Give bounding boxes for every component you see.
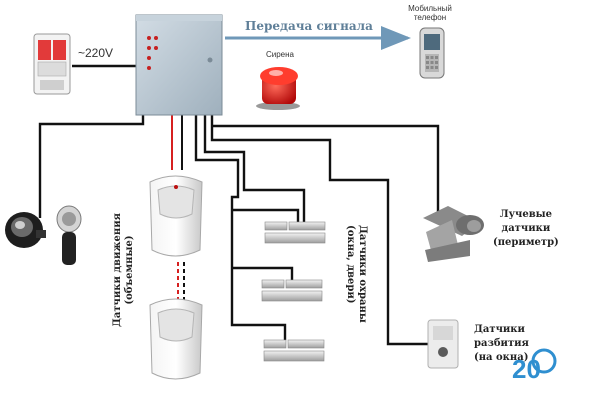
panic-sensors-line2: разбития [474,338,529,349]
glass-break-sensor-icon [427,319,459,369]
beam-sensors-line1: Лучевые [499,209,553,220]
guard-sensors-label: Датчики охраны (окна, двери) [344,225,368,323]
siren-label: Сирена [265,50,294,59]
glass-sensor-wire [210,112,428,346]
beam-sensors-line3: (периметр) [493,237,559,248]
signal-label: Передача сигнала [245,19,373,33]
motion-sensor-top-icon [149,175,203,257]
motion-sensors-line2: (объемные) [124,235,135,305]
panic-sensors-line1: Датчики [474,324,525,335]
door-sensor-3-icon [263,339,325,362]
voltage-label: ~220V [78,46,114,60]
phone-label-line2: телефон [413,13,447,22]
phone-label-line1: Мобильный [408,4,452,13]
door-sensor-2-icon [261,279,323,302]
key-reader-wire [38,112,145,218]
control-panel-icon [135,14,223,116]
door-sensor-1-icon [264,221,326,244]
guard-sensors-line2: (окна, двери) [345,225,356,304]
beam-sensors-label: Лучевые датчики (периметр) [493,208,559,250]
motion-wiring [171,112,185,300]
motion-sensors-line1: Датчики движения [112,212,123,328]
guard-sensor-wire [194,112,287,340]
motion-sensors-label: Датчики движения (объемные) [112,200,136,340]
motion-sensor-bottom-icon [149,298,203,380]
touch-key-icon [56,205,82,265]
beam-sensor-wire [212,124,440,222]
wiring [38,64,440,346]
mobile-phone-icon [419,27,445,79]
watermark-logo: 20 [512,348,557,384]
panic-sensors-line3: (на окна) [474,352,529,363]
siren-icon [256,67,300,110]
beam-sensors-line2: датчики [501,223,551,234]
beam-sensor-icon [423,206,484,262]
key-reader-icon [5,212,46,248]
panic-sensors-label: Датчики разбития (на окна) [474,323,529,365]
guard-sensors-line1: Датчики охраны [357,225,368,323]
circuit-breaker-icon [33,33,71,95]
phone-label: Мобильный телефон [400,4,460,22]
